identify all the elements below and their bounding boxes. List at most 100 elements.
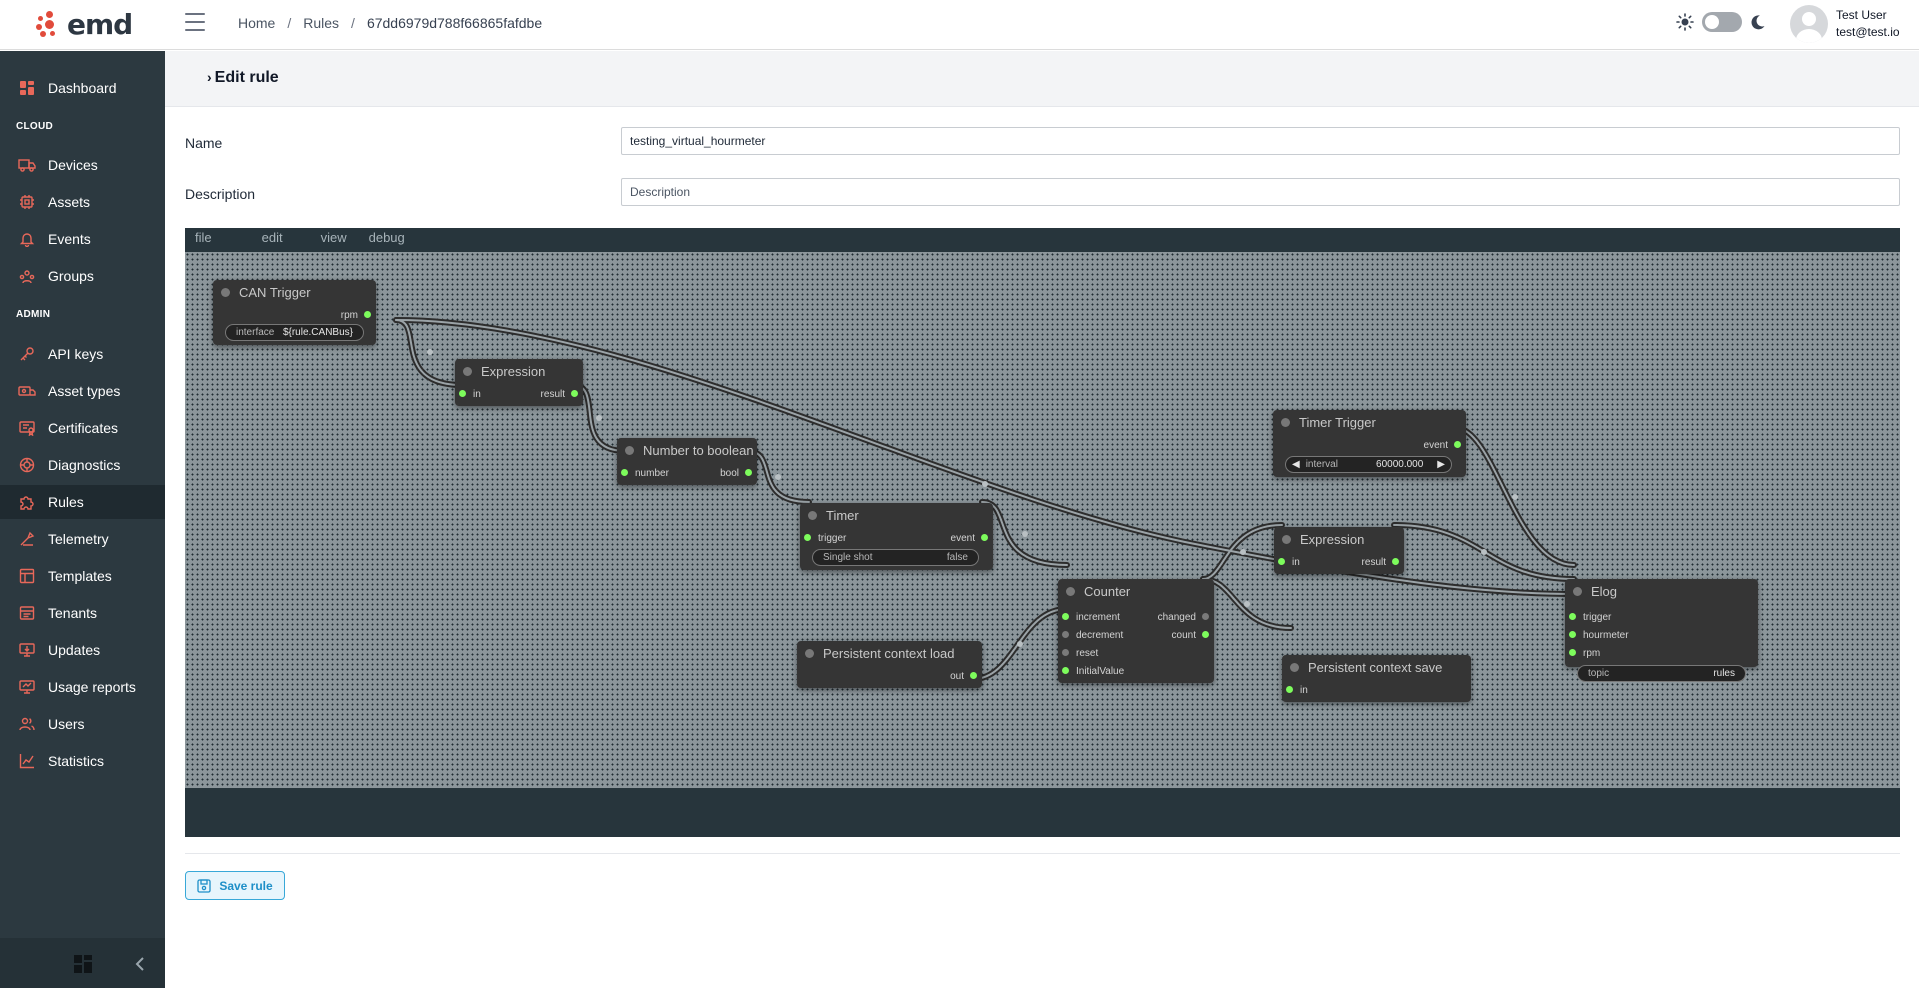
node-status-icon (1282, 534, 1291, 544)
output-port-out[interactable] (970, 672, 977, 679)
node-status-icon (1573, 586, 1582, 596)
page-title[interactable]: ›Edit rule (207, 69, 279, 86)
section-admin: ADMIN (16, 309, 51, 320)
theme-switch[interactable] (1702, 12, 1742, 32)
widget-interval[interactable]: ◀ interval 60000.000 ▶ (1285, 456, 1452, 473)
sidebar-item-assets[interactable]: Assets (0, 185, 165, 219)
sidebar-item-groups[interactable]: Groups (0, 259, 165, 293)
sidebar-item-updates[interactable]: Updates (0, 633, 165, 667)
sidebar-item-statistics[interactable]: Statistics (0, 744, 165, 778)
node-can-trigger[interactable]: CAN Trigger rpm interface${rule.CANBus} (213, 280, 376, 345)
puzzle-icon (18, 493, 36, 511)
node-expression-1[interactable]: Expression in result (455, 359, 583, 406)
description-input[interactable] (621, 178, 1900, 206)
input-port-trigger[interactable] (804, 534, 811, 541)
input-port-number[interactable] (621, 469, 628, 476)
sidebar-item-label: Devices (48, 157, 98, 173)
editor-menu: file edit view debug (185, 228, 1900, 252)
menu-file[interactable]: file (195, 230, 212, 245)
sidebar-item-tenants[interactable]: Tenants (0, 596, 165, 630)
input-port-in[interactable] (459, 390, 466, 397)
input-port-in[interactable] (1286, 686, 1293, 693)
input-port-hourmeter[interactable] (1569, 631, 1576, 638)
node-expression-2[interactable]: Expression in result (1274, 527, 1404, 574)
output-port-count[interactable] (1202, 631, 1209, 638)
input-port-in[interactable] (1278, 558, 1285, 565)
breadcrumb-home[interactable]: Home (238, 15, 276, 31)
rule-editor: file edit view debug (185, 228, 1900, 837)
input-in-label: in (1292, 557, 1300, 568)
input-port-decrement[interactable] (1062, 631, 1069, 638)
breadcrumb-rules[interactable]: Rules (303, 15, 340, 31)
output-port-changed[interactable] (1202, 613, 1209, 620)
menu-debug[interactable]: debug (368, 230, 405, 245)
output-port-result[interactable] (1392, 558, 1399, 565)
breadcrumb-separator: / (351, 15, 355, 31)
sidebar-item-asset-types[interactable]: Asset types (0, 374, 165, 408)
input-rpm-label: rpm (1583, 648, 1601, 659)
node-graph-canvas[interactable]: CAN Trigger rpm interface${rule.CANBus} … (185, 252, 1900, 788)
node-title: Persistent context load (823, 645, 955, 661)
output-result-label: result (1361, 557, 1386, 568)
input-port-trigger[interactable] (1569, 613, 1576, 620)
output-port-event[interactable] (1454, 441, 1461, 448)
node-status-icon (1066, 586, 1075, 596)
save-rule-button[interactable]: Save rule (185, 871, 285, 900)
menu-toggle-icon[interactable] (185, 13, 205, 31)
output-port-rpm[interactable] (364, 311, 371, 318)
input-port-initialvalue[interactable] (1062, 667, 1069, 674)
save-icon (197, 878, 211, 893)
name-input[interactable] (621, 127, 1900, 155)
truck-icon (18, 156, 36, 174)
section-cloud: CLOUD (16, 121, 54, 132)
sidebar-item-label: Events (48, 231, 91, 247)
sidebar-item-diagnostics[interactable]: Diagnostics (0, 448, 165, 482)
sidebar-item-telemetry[interactable]: Telemetry (0, 522, 165, 556)
sidebar-item-users[interactable]: Users (0, 707, 165, 741)
input-reset-label: reset (1076, 648, 1099, 659)
output-count-label: count (1171, 630, 1196, 641)
sidebar-item-label: Users (48, 716, 85, 732)
menu-view[interactable]: view (320, 230, 347, 245)
increment-arrow-icon[interactable]: ▶ (1437, 459, 1445, 470)
name-label: Name (185, 135, 223, 151)
user-menu[interactable]: Test User test@test.io (1790, 5, 1900, 43)
output-port-bool[interactable] (745, 469, 752, 476)
sidebar-item-api-keys[interactable]: API keys (0, 337, 165, 371)
node-counter[interactable]: Counter increment decrement reset Initia… (1058, 579, 1214, 683)
tenants-icon (18, 604, 36, 622)
input-initialvalue-label: InitialValue (1076, 666, 1125, 677)
grid-icon[interactable] (74, 955, 92, 973)
menu-edit[interactable]: edit (261, 230, 283, 245)
sidebar-item-devices[interactable]: Devices (0, 148, 165, 182)
input-port-reset[interactable] (1062, 649, 1069, 656)
sidebar-item-certificates[interactable]: Certificates (0, 411, 165, 445)
widget-interface[interactable]: interface${rule.CANBus} (225, 324, 364, 341)
node-status-icon (463, 366, 472, 376)
output-port-event[interactable] (981, 534, 988, 541)
input-in-label: in (473, 389, 481, 400)
sidebar-item-label: Usage reports (48, 679, 136, 695)
logo[interactable]: emd (36, 7, 133, 41)
node-timer-trigger[interactable]: Timer Trigger event ◀ interval 60000.000… (1273, 410, 1466, 477)
sidebar-item-usage-reports[interactable]: Usage reports (0, 670, 165, 704)
sidebar-item-label: Assets (48, 194, 91, 210)
decrement-arrow-icon[interactable]: ◀ (1292, 459, 1300, 470)
sidebar-item-dashboard[interactable]: Dashboard (0, 71, 165, 105)
node-title: Expression (481, 363, 546, 379)
node-number-to-boolean[interactable]: Number to boolean number bool (617, 438, 757, 485)
input-port-increment[interactable] (1062, 613, 1069, 620)
collapse-chevron-icon[interactable] (134, 956, 146, 972)
sidebar-item-events[interactable]: Events (0, 222, 165, 256)
output-port-result[interactable] (571, 390, 578, 397)
node-persistent-context-save[interactable]: Persistent context save in (1282, 655, 1471, 702)
input-port-rpm[interactable] (1569, 649, 1576, 656)
sidebar-item-rules[interactable]: Rules (0, 485, 165, 519)
sidebar-item-templates[interactable]: Templates (0, 559, 165, 593)
node-persistent-context-load[interactable]: Persistent context load out (797, 641, 982, 688)
sidebar-item-label: API keys (48, 346, 104, 362)
